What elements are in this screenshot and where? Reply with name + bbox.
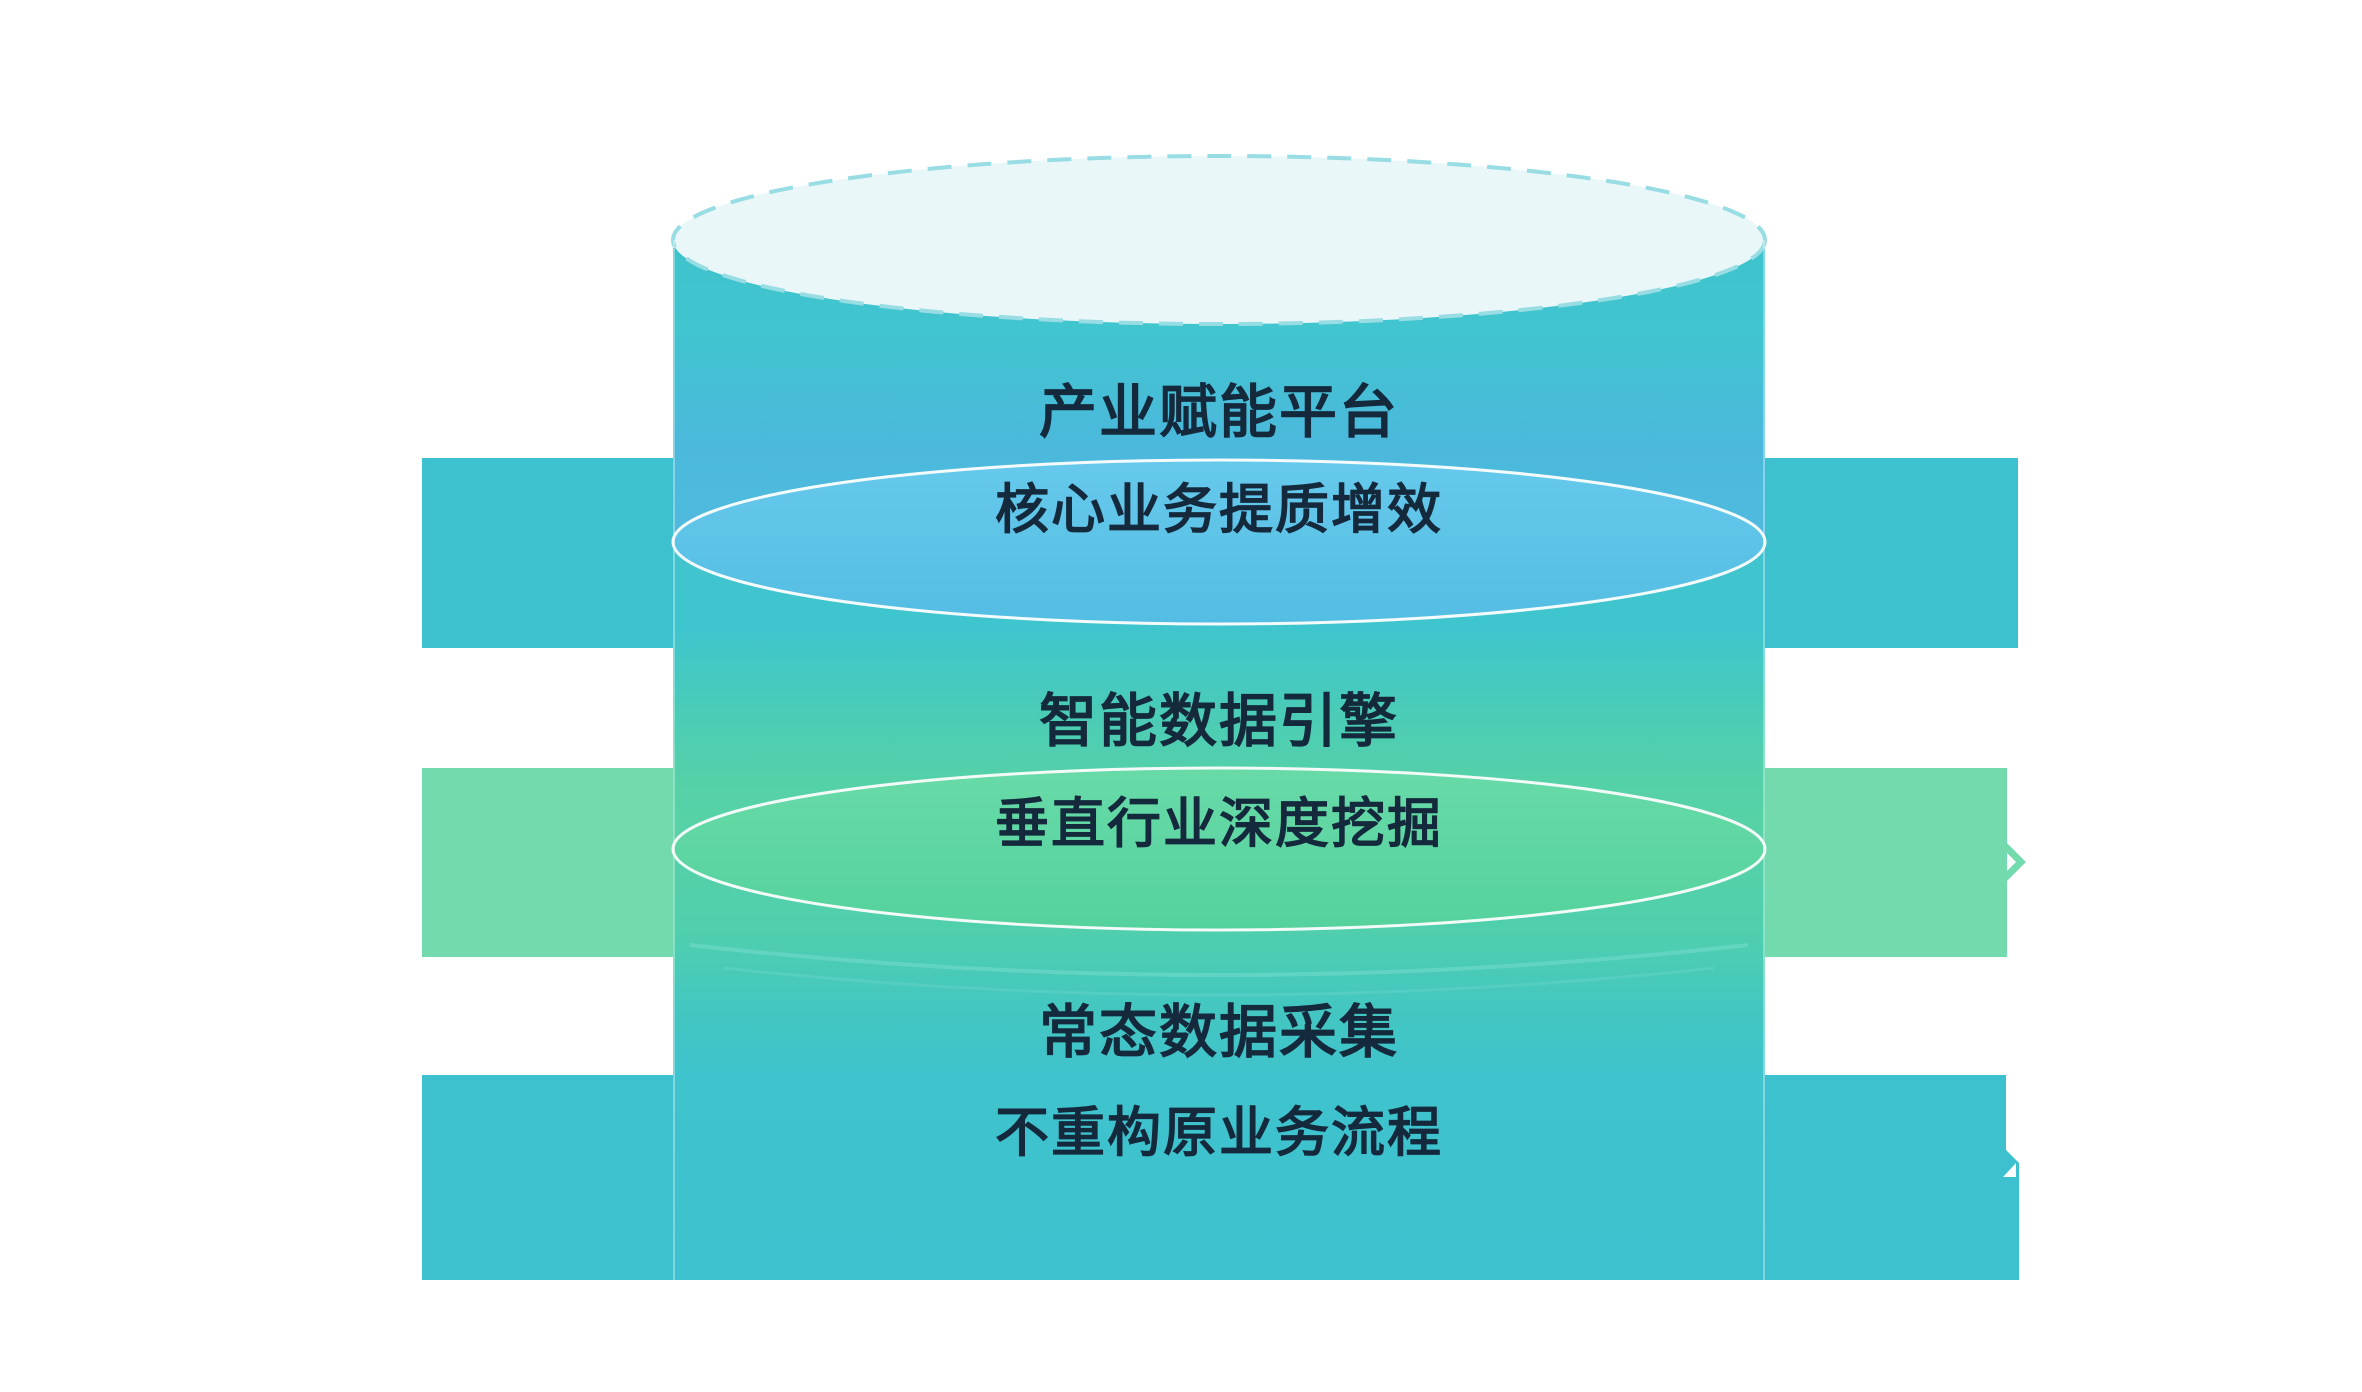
- ripple-arc-1: [689, 943, 1749, 977]
- band-bottom-notch: [2003, 1163, 2016, 1177]
- layer1-title: 产业赋能平台: [1038, 380, 1399, 445]
- chevron-right-icon: [1996, 837, 2026, 887]
- layer3-title: 常态数据采集: [1038, 1000, 1399, 1065]
- cylinder-top-face: [671, 154, 1767, 326]
- layer2-title: 智能数据引擎: [1038, 689, 1399, 754]
- layer3-subtitle: 不重构原业务流程: [995, 1103, 1443, 1163]
- divider-ellipse-blue: [671, 458, 1767, 626]
- cylinder-left-edge: [673, 240, 675, 1280]
- cylinder-right-edge: [1763, 240, 1765, 1280]
- ripple-arc-2: [723, 966, 1715, 997]
- layer2-subtitle: 垂直行业深度挖掘: [995, 794, 1443, 854]
- divider-ellipse-green: [671, 766, 1767, 932]
- layer1-subtitle: 核心业务提质增效: [995, 480, 1443, 540]
